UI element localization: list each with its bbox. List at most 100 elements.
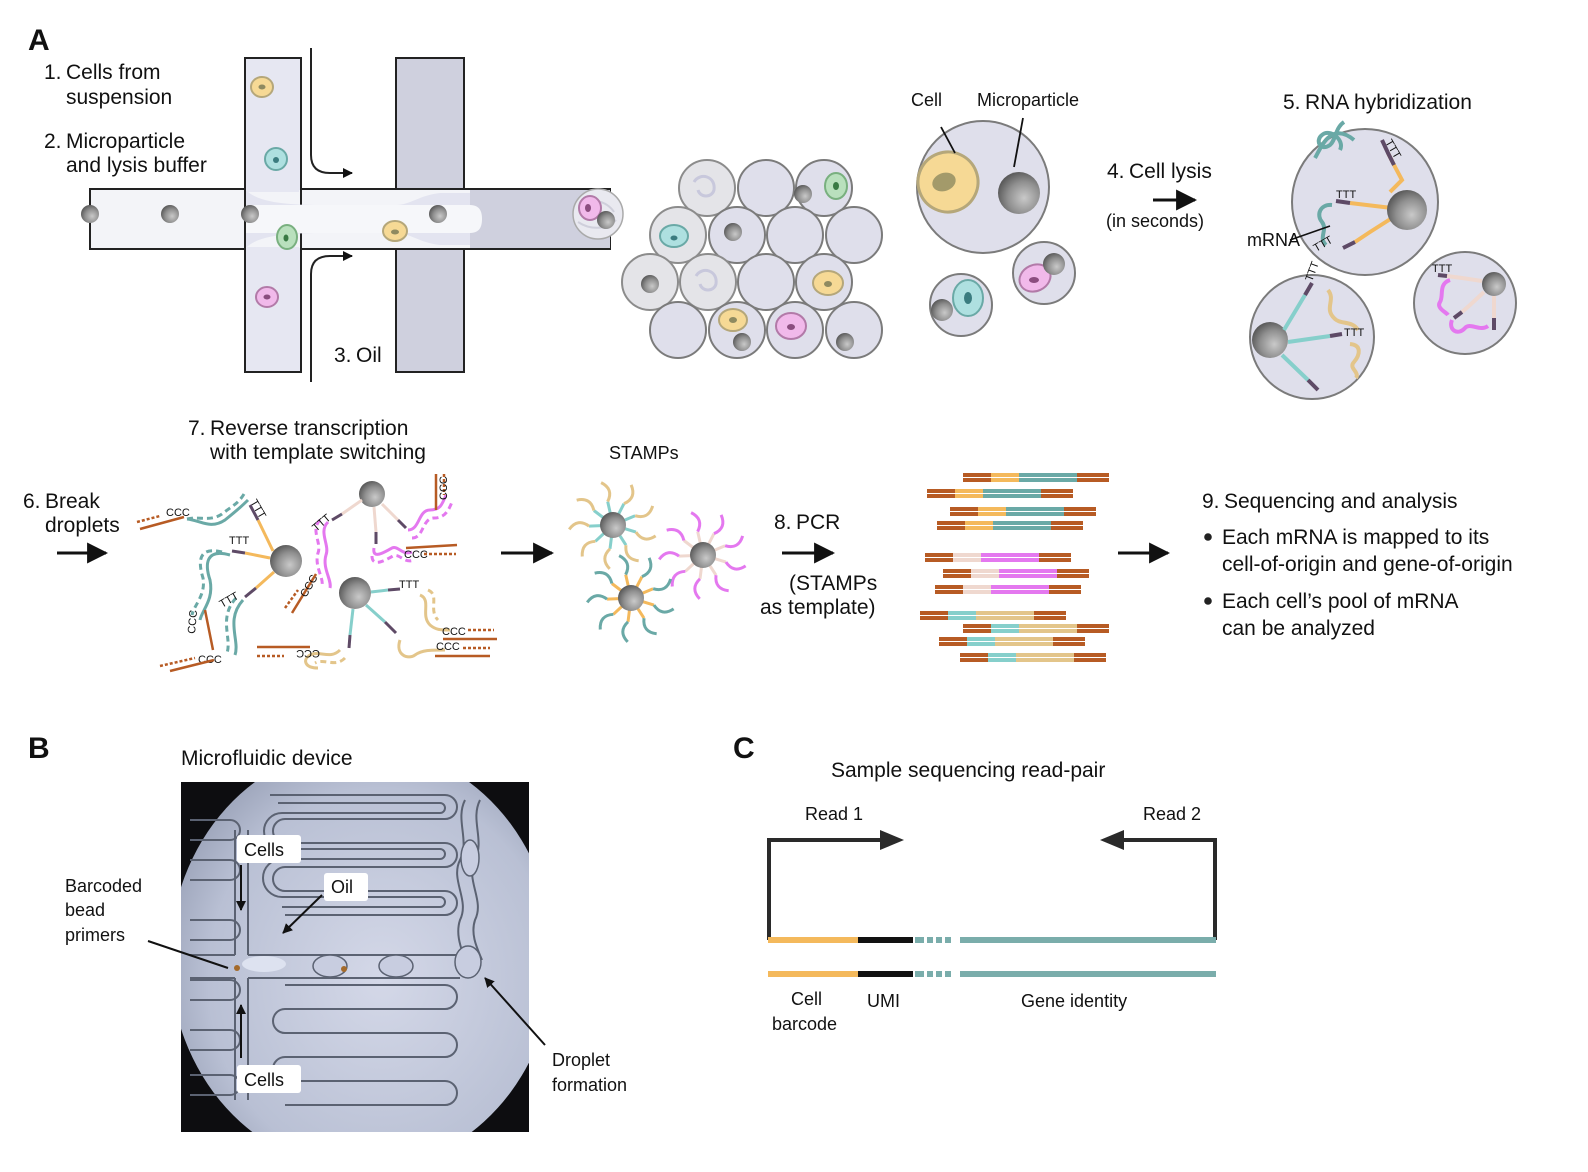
svg-text:(in seconds): (in seconds): [1106, 211, 1204, 231]
step-8-label: 8. PCR (STAMPs as template): [760, 511, 877, 619]
svg-text:TTT: TTT: [247, 498, 268, 522]
svg-text:TTT: TTT: [1336, 189, 1356, 201]
amplicon: [925, 553, 1071, 562]
panel-c-title: Sample sequencing read-pair: [831, 759, 1105, 782]
panel-a: A 1. Cells from suspension 2. Microparti…: [23, 24, 1517, 673]
microfluidic-junction: [81, 48, 624, 382]
cell-yellow: [382, 220, 408, 242]
read-1-label: Read 1: [805, 804, 863, 824]
panel-b-label: B: [28, 732, 50, 765]
cell-barcode-segment: [768, 971, 858, 977]
bead: [161, 205, 179, 223]
svg-text:CCC: CCC: [298, 573, 320, 600]
microscope-photo: [181, 782, 529, 1132]
svg-text:Break: Break: [45, 490, 100, 513]
svg-text:RNA hybridization: RNA hybridization: [1305, 91, 1472, 114]
panel-b: B Microfluidic device: [28, 732, 627, 1132]
enlarged-droplets: Cell Microparticle: [911, 90, 1079, 337]
svg-text:CCC: CCC: [166, 507, 190, 519]
svg-text:and lysis buffer: and lysis buffer: [66, 154, 207, 177]
photo-annotations: Cells Oil Cells Barcoded bead primers Dr…: [65, 835, 627, 1095]
panel-a-label: A: [28, 24, 50, 57]
svg-text:Reverse transcription: Reverse transcription: [210, 417, 408, 440]
svg-text:CCC: CCC: [296, 647, 320, 659]
svg-text:TTT: TTT: [229, 535, 249, 547]
bullet-2-line-1: Each cell’s pool of mRNA: [1222, 590, 1459, 613]
amplicon: [943, 569, 1089, 578]
step-1-label: 1. Cells from suspension: [44, 61, 172, 109]
amplicon: [937, 521, 1083, 530]
bullet-1-line-1: Each mRNA is mapped to its: [1222, 526, 1489, 549]
step-2-label: 2. Microparticle and lysis buffer: [44, 130, 207, 177]
svg-text:with template switching: with template switching: [209, 441, 426, 464]
cell-barcode-segment: [768, 937, 858, 943]
svg-text:(STAMPs: (STAMPs: [789, 572, 877, 595]
svg-text:Microparticle: Microparticle: [66, 130, 185, 153]
svg-text:3.: 3.: [334, 344, 352, 367]
panel-c: C Sample sequencing read-pair Read 1 Rea…: [733, 732, 1217, 1034]
gene-segment: [960, 937, 1216, 943]
stamps-title: STAMPs: [609, 443, 679, 463]
microparticle: [998, 172, 1040, 214]
stamp-bead: [568, 481, 657, 570]
umi-segment: [858, 971, 913, 977]
amplicon: [960, 653, 1106, 662]
cells-top-box: [237, 835, 301, 863]
droplet-label-1: Droplet: [552, 1050, 610, 1070]
svg-text:Cell lysis: Cell lysis: [1129, 160, 1212, 183]
amplicon: [963, 473, 1109, 482]
stamp-bead: [658, 511, 747, 600]
svg-text:CCC: CCC: [442, 626, 466, 638]
read-1-arrow: [767, 838, 890, 940]
bullet-icon: [1204, 533, 1212, 541]
step-7-label: 7. Reverse transcription with template s…: [188, 417, 426, 464]
svg-text:CCC: CCC: [404, 549, 428, 561]
svg-text:4.: 4.: [1107, 160, 1125, 183]
step-3-label: 3. Oil: [334, 344, 382, 367]
oil-label: Oil: [331, 877, 353, 897]
step-6-label: 6. Break droplets: [23, 490, 120, 564]
pcr-amplicons: [920, 473, 1109, 662]
svg-text:8.: 8.: [774, 511, 792, 534]
svg-text:as template): as template): [760, 596, 876, 619]
cell-yellow: [250, 76, 274, 98]
reverse-transcription-beads: CCC CCC CCC TTT TTT TTT CCC CCC: [136, 474, 497, 673]
step-5-label: 5. RNA hybridization: [1283, 91, 1472, 114]
step-4-label: 4. Cell lysis (in seconds): [1106, 160, 1212, 231]
cell-barcode-label-1: Cell: [791, 989, 822, 1009]
amplicon: [927, 489, 1073, 498]
amplicon: [950, 507, 1096, 516]
panel-c-label: C: [733, 732, 755, 765]
gene-segment: [960, 971, 1216, 977]
bead: [81, 205, 99, 223]
flow-arrow-bottom: [310, 251, 353, 382]
cell-teal: [264, 147, 288, 171]
read-strand-top: [768, 937, 1216, 943]
microparticle-callout: Microparticle: [977, 90, 1079, 110]
svg-text:CCC: CCC: [438, 476, 450, 500]
step-9-label: 9. Sequencing and analysis: [1202, 490, 1458, 513]
svg-text:PCR: PCR: [796, 511, 840, 534]
svg-text:7.: 7.: [188, 417, 206, 440]
amplicon: [963, 624, 1109, 633]
svg-text:TTT: TTT: [1344, 327, 1364, 339]
analysis-bullets: Each mRNA is mapped to its cell-of-origi…: [1204, 526, 1513, 640]
amplicon: [935, 585, 1081, 594]
svg-text:CCC: CCC: [436, 641, 460, 653]
svg-text:Sequencing and analysis: Sequencing and analysis: [1224, 490, 1458, 513]
stamps-illustration: [568, 481, 747, 643]
bullet-2-line-2: can be analyzed: [1222, 617, 1375, 640]
hybridization-droplets: TTT TTT TTT mRNA TTT TTT: [1247, 120, 1517, 400]
panel-b-title: Microfluidic device: [181, 747, 353, 770]
svg-text:2.: 2.: [44, 130, 62, 153]
bead: [429, 205, 447, 223]
svg-text:droplets: droplets: [45, 514, 120, 537]
umi-segment: [858, 937, 913, 943]
bead-dot: [341, 966, 347, 972]
svg-text:1.: 1.: [44, 61, 62, 84]
amplicon: [920, 611, 1066, 620]
read-2-arrow: [1115, 838, 1217, 940]
bullet-icon: [1204, 597, 1212, 605]
svg-text:Oil: Oil: [356, 344, 382, 367]
